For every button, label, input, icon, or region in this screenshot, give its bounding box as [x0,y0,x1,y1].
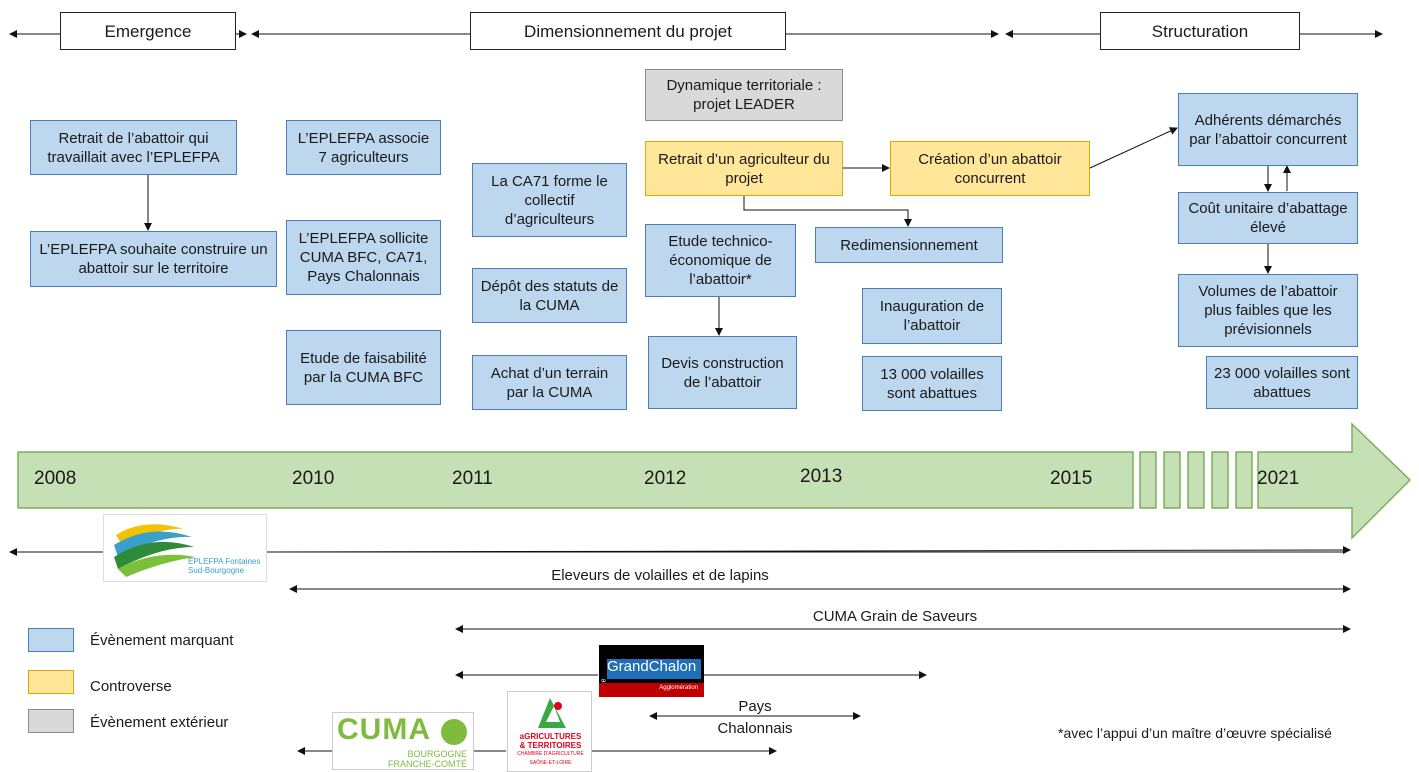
cuma-bfc-logo: CUMA BOURGOGNE FRANCHE-COMTÉ [332,712,474,770]
actor-eleveurs: Eleveurs de volailles et de lapins [551,567,769,584]
legend-label-controverse: Controverse [90,678,172,695]
event-13000-volailles: 13 000 volailles sont abattues [862,356,1002,411]
legend-swatch-exterieur [28,709,74,733]
event-23000-volailles: 23 000 volailles sont abattues [1206,356,1358,409]
year-2012: 2012 [644,468,687,489]
connector-creation-adherents [1089,127,1178,169]
event-devis: Devis construction de l’abattoir [648,336,797,409]
eplefpa-arrow-right [267,546,1351,555]
timeline-break-1 [1139,451,1157,509]
timeline-break-3 [1187,451,1205,509]
legend-label-exterieur: Évènement extérieur [90,714,229,731]
event-dynamique-leader: Dynamique territoriale : projet LEADER [645,69,843,121]
legend-swatch-controverse [28,670,74,694]
grand-chalon-logo: Le GrandChalon Agglomération [599,645,704,697]
timeline-break-2 [1163,451,1181,509]
year-2013: 2013 [800,466,843,487]
year-2021: 2021 [1257,468,1300,489]
event-cout-unitaire: Coût unitaire d’abattage élevé [1178,192,1358,244]
timeline-arrowhead [1257,422,1412,540]
legend-label-marquant: Évènement marquant [90,632,234,649]
connector-retrait-redim [743,196,912,227]
event-creation-concurrent: Création d’un abattoir concurrent [890,141,1090,196]
event-depot-statuts: Dépôt des statuts de la CUMA [472,268,627,323]
event-achat-terrain: Achat d’un terrain par la CUMA [472,355,627,410]
year-2010: 2010 [292,468,335,489]
timeline-bar [17,451,1134,509]
phase-structuration: Structuration [1100,12,1300,50]
event-retrait-agriculteur: Retrait d’un agriculteur du projet [645,141,843,196]
footnote: *avec l’appui d’un maître d’œuvre spécia… [1058,725,1332,741]
event-redimensionnement: Redimensionnement [815,227,1003,263]
event-souhaite-construire: L’EPLEFPA souhaite construire un abattoi… [30,231,277,287]
event-etude-faisabilite: Etude de faisabilité par la CUMA BFC [286,330,441,405]
eplefpa-logo-line2: Sud-Bourgogne [188,566,245,575]
event-associe: L’EPLEFPA associe 7 agriculteurs [286,120,441,175]
timeline-break-5 [1235,451,1253,509]
eplefpa-logo: EPLEFPA Fontaines Sud-Bourgogne [103,514,267,582]
chambre-agriculture-logo: aGRICULTURES & TERRITOIRES CHAMBRE D'AGR… [507,691,592,772]
event-inauguration: Inauguration de l’abattoir [862,288,1002,344]
event-retrait-abattoir: Retrait de l’abattoir qui travaillait av… [30,120,237,175]
actor-cuma-grain: CUMA Grain de Saveurs [812,608,978,625]
event-ca71: La CA71 forme le collectif d’agriculteur… [472,163,627,237]
eplefpa-waves-icon [114,524,196,577]
grand-chalon-text: GrandChalon [607,658,697,675]
year-2015: 2015 [1050,468,1093,489]
chambre-leaf-icon [538,698,566,728]
year-2008: 2008 [34,468,77,489]
legend-swatch-marquant [28,628,74,652]
actor-pays-chalonnais: Pays Chalonnais [717,698,793,737]
cuma-globe-icon [441,719,467,745]
eplefpa-logo-line1: EPLEFPA Fontaines [188,557,261,566]
event-sollicite: L’EPLEFPA sollicite CUMA BFC, CA71, Pays… [286,220,441,295]
timeline-break-4 [1211,451,1229,509]
phase-emergence: Emergence [60,12,236,50]
phase-dimensionnement: Dimensionnement du projet [470,12,786,50]
event-volumes-faibles: Volumes de l’abattoir plus faibles que l… [1178,274,1358,347]
event-etude-technico: Etude technico-économique de l’abattoir* [645,224,796,297]
year-2011: 2011 [452,468,493,489]
event-adherents-demarches: Adhérents démarchés par l’abattoir concu… [1178,93,1358,166]
